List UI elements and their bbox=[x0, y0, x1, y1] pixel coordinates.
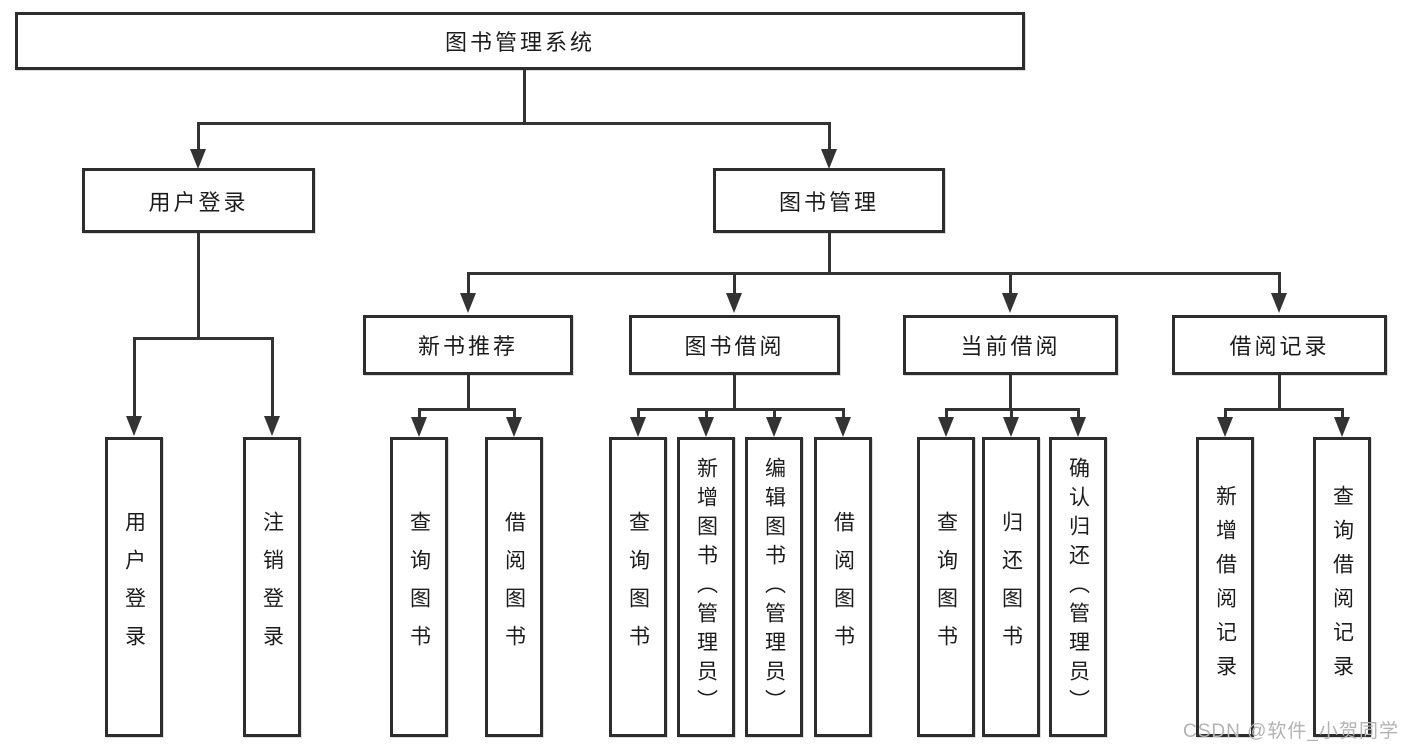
connector-line bbox=[945, 408, 948, 419]
connector-line bbox=[637, 408, 845, 411]
connector-line bbox=[1009, 375, 1012, 408]
node-book-management: 图书管理 bbox=[713, 168, 945, 233]
node-leaf-query-borrow-record-label: 查询借阅记录 bbox=[1330, 485, 1354, 689]
connector-line bbox=[705, 408, 708, 419]
node-book-management-label: 图书管理 bbox=[778, 189, 879, 215]
arrow-down-icon bbox=[506, 417, 522, 437]
connector-line bbox=[513, 408, 516, 419]
arrow-down-icon bbox=[1002, 293, 1018, 313]
connector-line bbox=[1077, 408, 1080, 419]
arrow-down-icon bbox=[411, 417, 427, 437]
node-leaf-logout-label: 注销登录 bbox=[260, 511, 284, 663]
node-leaf-borrow-books-2: 借阅图书 bbox=[814, 437, 872, 737]
node-leaf-logout: 注销登录 bbox=[243, 437, 301, 737]
node-current-borrow-label: 当前借阅 bbox=[960, 334, 1061, 359]
connector-line bbox=[467, 272, 470, 294]
connector-line bbox=[773, 408, 776, 419]
arrow-down-icon bbox=[1003, 417, 1019, 437]
node-leaf-add-books-admin: 新增图书（管理员） bbox=[677, 437, 735, 737]
arrow-down-icon bbox=[1070, 417, 1086, 437]
node-leaf-return-books-label: 归还图书 bbox=[999, 511, 1023, 663]
node-root-label: 图书管理系统 bbox=[444, 30, 595, 55]
node-leaf-confirm-return-admin-label: 确认归还（管理员） bbox=[1066, 456, 1090, 718]
connector-line bbox=[828, 122, 831, 150]
node-leaf-user-login: 用户登录 bbox=[105, 437, 163, 737]
connector-line bbox=[842, 408, 845, 419]
connector-line bbox=[467, 375, 470, 408]
node-leaf-query-books-1-label: 查询图书 bbox=[407, 511, 431, 663]
node-user-login-label: 用户登录 bbox=[148, 189, 249, 215]
connector-line bbox=[133, 337, 136, 417]
node-leaf-edit-books-admin: 编辑图书（管理员） bbox=[745, 437, 803, 737]
node-leaf-confirm-return-admin: 确认归还（管理员） bbox=[1049, 437, 1107, 737]
connector-line bbox=[418, 408, 516, 411]
connector-line bbox=[133, 337, 274, 340]
node-leaf-add-borrow-record-label: 新增借阅记录 bbox=[1213, 485, 1237, 689]
arrow-down-icon bbox=[460, 293, 476, 313]
arrow-down-icon bbox=[1217, 417, 1233, 437]
connector-line bbox=[828, 233, 831, 272]
node-leaf-edit-books-admin-label: 编辑图书（管理员） bbox=[762, 456, 786, 718]
connector-line bbox=[523, 70, 526, 122]
arrow-down-icon bbox=[938, 417, 954, 437]
arrow-down-icon bbox=[126, 416, 142, 436]
node-leaf-query-books-3: 查询图书 bbox=[917, 437, 975, 737]
connector-line bbox=[467, 272, 1281, 275]
node-book-borrow: 图书借阅 bbox=[629, 315, 840, 375]
arrow-down-icon bbox=[726, 293, 742, 313]
arrow-down-icon bbox=[264, 416, 280, 436]
node-new-book-recommend-label: 新书推荐 bbox=[417, 334, 518, 359]
connector-line bbox=[733, 375, 736, 408]
node-leaf-query-books-2-label: 查询图书 bbox=[626, 511, 650, 663]
connector-line bbox=[1010, 408, 1013, 419]
node-borrow-records: 借阅记录 bbox=[1172, 315, 1387, 375]
connector-line bbox=[418, 408, 421, 419]
connector-line bbox=[1278, 272, 1281, 294]
arrow-down-icon bbox=[821, 149, 837, 169]
connector-line bbox=[197, 122, 200, 150]
connector-line bbox=[1278, 375, 1281, 408]
node-user-login: 用户登录 bbox=[82, 168, 315, 233]
node-root: 图书管理系统 bbox=[15, 12, 1025, 70]
node-leaf-query-borrow-record: 查询借阅记录 bbox=[1313, 437, 1371, 737]
connector-line bbox=[271, 337, 274, 417]
connector-line bbox=[1341, 408, 1344, 419]
node-leaf-return-books: 归还图书 bbox=[982, 437, 1040, 737]
node-leaf-query-books-3-label: 查询图书 bbox=[934, 511, 958, 663]
arrow-down-icon bbox=[630, 417, 646, 437]
csdn-watermark: CSDN @软件_小贺同学 bbox=[1183, 721, 1399, 742]
arrow-down-icon bbox=[190, 149, 206, 169]
node-book-borrow-label: 图书借阅 bbox=[684, 334, 785, 359]
node-leaf-add-books-admin-label: 新增图书（管理员） bbox=[694, 456, 718, 718]
arrow-down-icon bbox=[835, 417, 851, 437]
connector-line bbox=[1009, 272, 1012, 294]
connector-line bbox=[637, 408, 640, 419]
node-leaf-user-login-label: 用户登录 bbox=[122, 511, 146, 663]
node-leaf-borrow-books-1: 借阅图书 bbox=[485, 437, 543, 737]
node-leaf-borrow-books-1-label: 借阅图书 bbox=[502, 511, 526, 663]
connector-line bbox=[1224, 408, 1344, 411]
node-new-book-recommend: 新书推荐 bbox=[363, 315, 573, 375]
arrow-down-icon bbox=[698, 417, 714, 437]
connector-line bbox=[733, 272, 736, 294]
connector-line bbox=[197, 233, 200, 337]
node-current-borrow: 当前借阅 bbox=[903, 315, 1118, 375]
arrow-down-icon bbox=[766, 417, 782, 437]
node-borrow-records-label: 借阅记录 bbox=[1229, 334, 1330, 359]
connector-line bbox=[197, 122, 831, 125]
node-leaf-query-books-1: 查询图书 bbox=[390, 437, 448, 737]
arrow-down-icon bbox=[1271, 293, 1287, 313]
node-leaf-add-borrow-record: 新增借阅记录 bbox=[1196, 437, 1254, 737]
node-leaf-borrow-books-2-label: 借阅图书 bbox=[831, 511, 855, 663]
connector-line bbox=[1224, 408, 1227, 419]
arrow-down-icon bbox=[1334, 417, 1350, 437]
node-leaf-query-books-2: 查询图书 bbox=[609, 437, 667, 737]
